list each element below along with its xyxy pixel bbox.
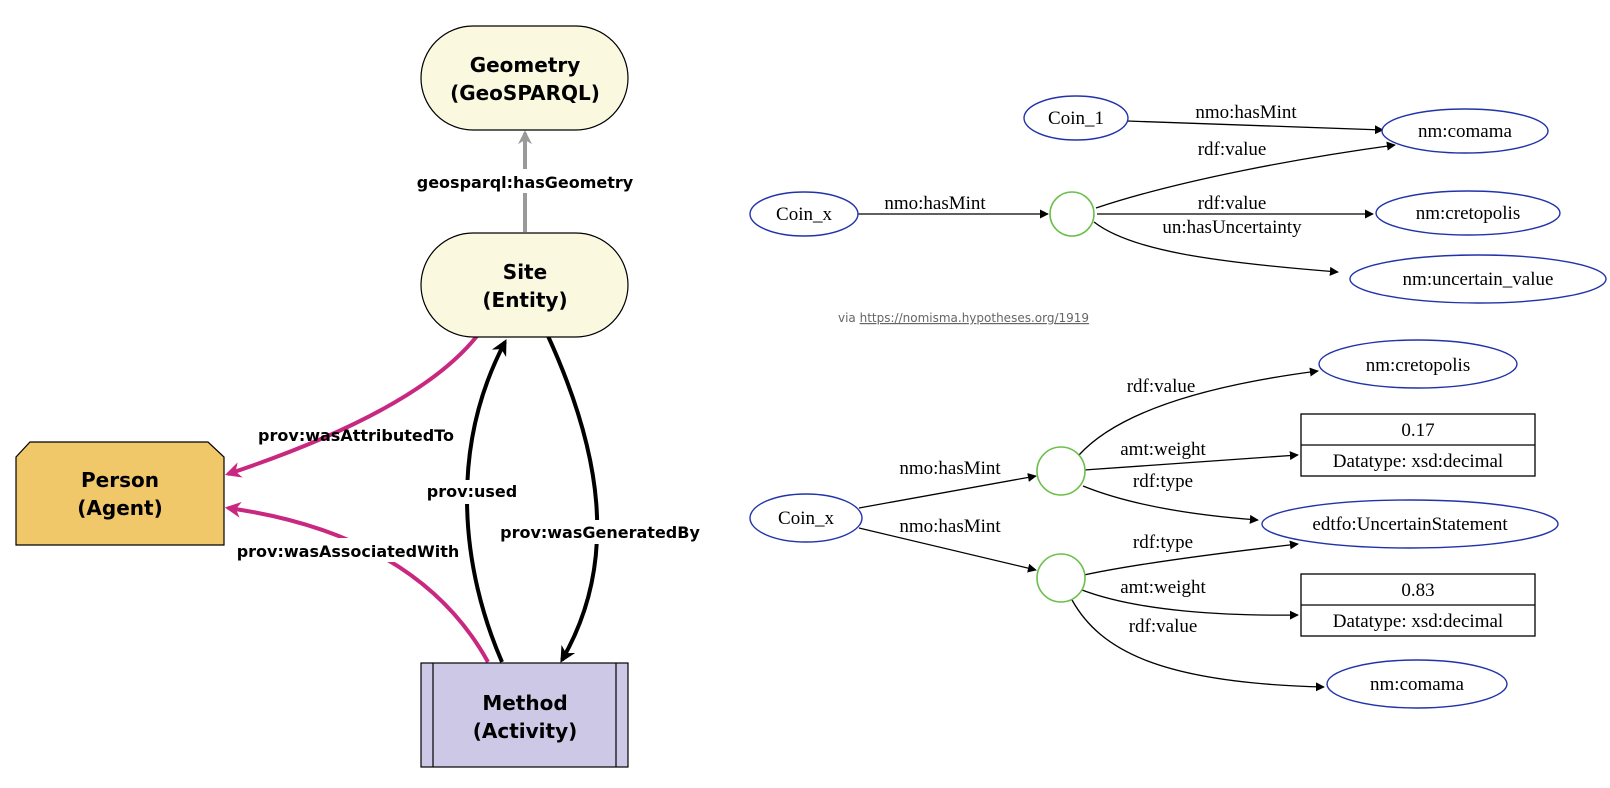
node-uncertain-value: nm:uncertain_value <box>1349 254 1607 304</box>
svg-text:(GeoSPARQL): (GeoSPARQL) <box>450 81 600 105</box>
label-has-geometry: geosparql:hasGeometry <box>417 173 634 192</box>
label-coinx-hasmint: nmo:hasMint <box>884 193 986 214</box>
label-rdf-type-2: rdf:type <box>1133 532 1193 553</box>
source-caption: via https://nomisma.hypotheses.org/1919 <box>838 311 1089 325</box>
label-rdf-type-1: rdf:type <box>1133 471 1193 492</box>
node-comama-bottom: nm:comama <box>1326 659 1508 709</box>
svg-text:nm:comama: nm:comama <box>1418 121 1512 142</box>
svg-text:(Activity): (Activity) <box>473 719 578 743</box>
node-geometry: Geometry (GeoSPARQL) <box>420 25 629 131</box>
svg-text:edtfo:UncertainStatement: edtfo:UncertainStatement <box>1312 514 1508 535</box>
label-used: prov:used <box>427 482 517 501</box>
blank-node-top <box>1049 191 1095 237</box>
literal-weight-2: 0.83 Datatype: xsd:decimal <box>1300 573 1536 637</box>
label-amt-weight-2: amt:weight <box>1120 577 1206 598</box>
svg-text:Datatype: xsd:decimal: Datatype: xsd:decimal <box>1333 611 1503 632</box>
literal-weight-1: 0.17 Datatype: xsd:decimal <box>1300 413 1536 477</box>
node-person: Person (Agent) <box>15 441 225 546</box>
node-site: Site (Entity) <box>420 232 629 338</box>
label-rdf-value-1: rdf:value <box>1198 139 1267 160</box>
svg-text:nm:uncertain_value: nm:uncertain_value <box>1403 269 1554 290</box>
svg-text:Geometry: Geometry <box>470 53 581 77</box>
node-cretopolis-bottom: nm:cretopolis <box>1318 339 1518 389</box>
svg-text:Coin_1: Coin_1 <box>1048 108 1104 129</box>
edge-was-attributed-to <box>224 334 479 478</box>
edge-was-generated-by <box>546 335 600 663</box>
node-comama-top: nm:comama <box>1381 108 1549 154</box>
node-coin-x-top: Coin_x <box>749 191 859 237</box>
label-amt-weight-1: amt:weight <box>1120 439 1206 460</box>
node-cretopolis-top: nm:cretopolis <box>1375 190 1561 236</box>
prov-diagram: geosparql:hasGeometry prov:wasAttributed… <box>15 25 700 768</box>
blank-node-1 <box>1036 446 1086 496</box>
label-was-generated-by: prov:wasGeneratedBy <box>500 523 700 542</box>
svg-text:Datatype: xsd:decimal: Datatype: xsd:decimal <box>1333 451 1503 472</box>
label-hasmint-1: nmo:hasMint <box>899 458 1001 479</box>
label-has-uncertainty: un:hasUncertainty <box>1162 217 1302 238</box>
label-rdf-value-b1: rdf:value <box>1127 376 1196 397</box>
edge-was-associated-with <box>224 501 490 663</box>
rdf-graph-top: nmo:hasMint nmo:hasMint rdf:value rdf:va… <box>749 95 1607 304</box>
rdf-graph-bottom: nmo:hasMint nmo:hasMint rdf:value amt:we… <box>749 339 1559 709</box>
svg-text:(Agent): (Agent) <box>77 496 162 520</box>
node-coin-x-bottom: Coin_x <box>749 493 863 543</box>
node-coin-1: Coin_1 <box>1023 95 1129 141</box>
svg-text:nm:comama: nm:comama <box>1370 674 1464 695</box>
source-link[interactable]: https://nomisma.hypotheses.org/1919 <box>860 311 1089 325</box>
svg-text:Method: Method <box>482 691 567 715</box>
svg-text:Coin_x: Coin_x <box>778 508 834 529</box>
node-method: Method (Activity) <box>420 662 629 768</box>
svg-text:nm:cretopolis: nm:cretopolis <box>1366 355 1470 376</box>
blank-node-2 <box>1036 553 1086 603</box>
label-rdf-value-b2: rdf:value <box>1129 616 1198 637</box>
svg-text:0.83: 0.83 <box>1401 580 1434 601</box>
svg-text:Coin_x: Coin_x <box>776 204 832 225</box>
edge-used <box>465 339 507 663</box>
node-uncertain-statement: edtfo:UncertainStatement <box>1261 499 1559 549</box>
label-rdf-value-2: rdf:value <box>1198 193 1267 214</box>
label-was-associated-with: prov:wasAssociatedWith <box>237 542 460 561</box>
svg-text:Person: Person <box>81 468 159 492</box>
svg-text:Site: Site <box>503 260 547 284</box>
svg-text:(Entity): (Entity) <box>482 288 567 312</box>
svg-text:nm:cretopolis: nm:cretopolis <box>1416 203 1520 224</box>
label-hasmint-2: nmo:hasMint <box>899 516 1001 537</box>
label-coin1-hasmint: nmo:hasMint <box>1195 102 1297 123</box>
label-was-attributed-to: prov:wasAttributedTo <box>258 426 454 445</box>
svg-text:0.17: 0.17 <box>1401 420 1434 441</box>
